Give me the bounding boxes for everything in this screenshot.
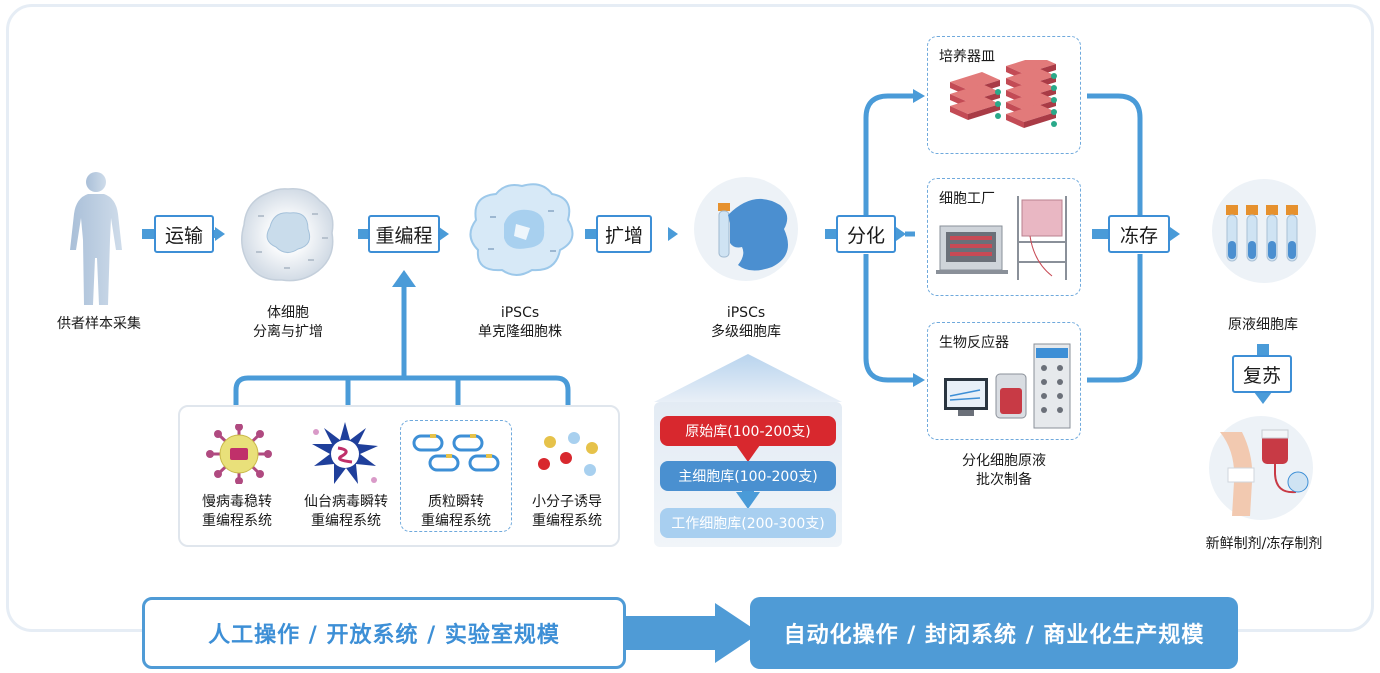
bank-arrow-1 <box>736 445 760 462</box>
step-cryo: 冻存 <box>1108 215 1170 253</box>
revive-arrow-head <box>1254 392 1272 404</box>
method-lentivirus-label: 慢病毒稳转重编程系统 <box>202 494 272 529</box>
dish-label: 培养器皿 <box>939 49 995 65</box>
cell-factory-icon <box>936 196 1067 280</box>
bank-triangle <box>654 354 842 402</box>
method-sendai-label: 仙台病毒瞬转重编程系统 <box>304 494 388 529</box>
plasmid-highlight <box>400 420 512 532</box>
human-figure-icon <box>70 172 122 305</box>
sendai-virus-icon <box>312 422 378 484</box>
manual-banner: 人工操作 / 开放系统 / 实验室规模 <box>142 597 626 669</box>
step-transport: 运输 <box>154 215 214 253</box>
bioreactor-box <box>927 322 1081 440</box>
step-differentiate: 分化 <box>836 215 896 253</box>
transition-arrow <box>624 603 760 663</box>
factory-label: 细胞工厂 <box>939 191 995 207</box>
vials-icon <box>1212 179 1316 283</box>
product-label: 新鲜制剂/冻存制剂 <box>1205 536 1323 552</box>
reprogram-arrowhead <box>392 270 416 287</box>
infusion-icon <box>1209 416 1313 520</box>
automated-banner: 自动化操作 / 封闭系统 / 商业化生产规模 <box>750 597 1238 669</box>
ipsc-clone-icon <box>469 183 574 276</box>
revive-arrow-top <box>1257 344 1269 356</box>
diff-result-label: 分化细胞原液批次制备 <box>962 453 1046 488</box>
somatic-cell-icon <box>241 188 334 282</box>
step-expand: 扩增 <box>596 215 652 253</box>
main-flow-arrows <box>142 227 1180 241</box>
master-bank: 主细胞库(100-200支) <box>660 461 836 491</box>
bank-arrow-2 <box>736 492 760 509</box>
method-plasmid-label: 质粒瞬转重编程系统 <box>421 494 491 529</box>
stock-bank-label: 原液细胞库 <box>1228 317 1298 333</box>
dish-box <box>927 36 1081 154</box>
culture-flasks-icon <box>950 60 1057 128</box>
step-revive: 复苏 <box>1232 355 1292 393</box>
reprogram-tree <box>233 285 571 405</box>
vial-hand-icon <box>694 177 798 281</box>
primary-bank: 原始库(100-200支) <box>660 416 836 446</box>
branch-arrowheads <box>913 89 925 387</box>
small-molecule-icon <box>538 432 598 476</box>
step-reprogram: 重编程 <box>368 215 440 253</box>
factory-box <box>927 178 1081 296</box>
method-small-molecule-label: 小分子诱导重编程系统 <box>532 494 602 529</box>
bioreactor-label: 生物反应器 <box>939 335 1009 351</box>
lentivirus-icon <box>206 424 272 484</box>
somatic-label: 体细胞分离与扩增 <box>253 305 323 340</box>
differentiation-branches <box>863 93 1143 383</box>
plasmid-icon <box>412 434 500 472</box>
working-bank: 工作细胞库(200-300支) <box>660 508 836 538</box>
donor-label: 供者样本采集 <box>57 316 141 332</box>
methods-panel <box>178 405 620 547</box>
bioreactor-icon <box>944 343 1071 429</box>
